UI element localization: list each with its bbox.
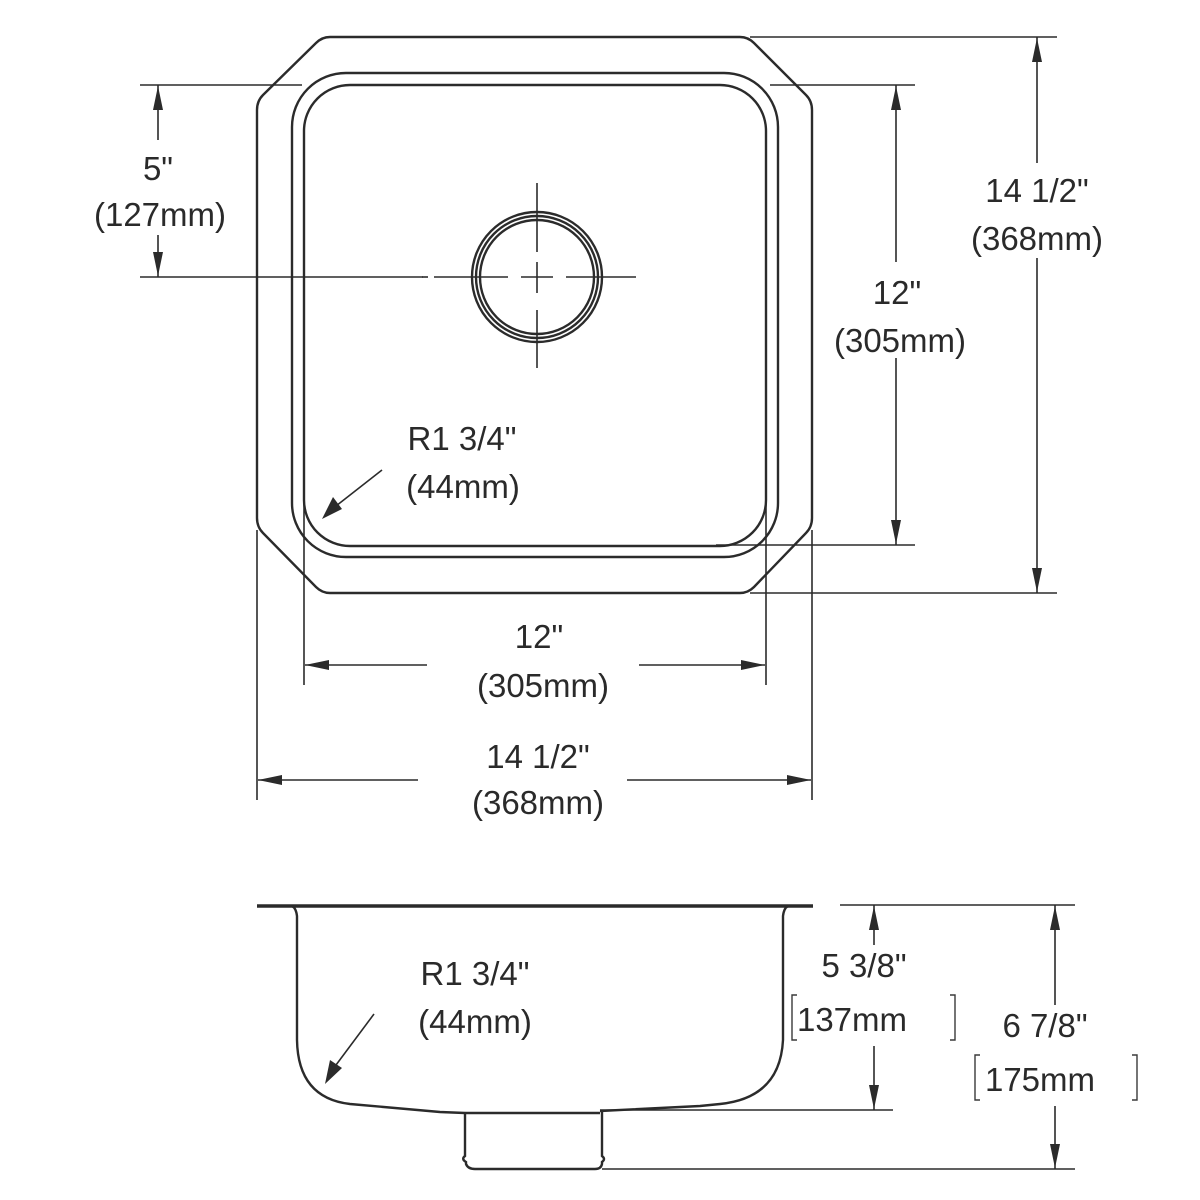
side-corner-radius-callout: R1 3/4" (44mm) <box>325 955 532 1084</box>
drain-centerlines <box>422 183 636 368</box>
bowl-width-inches: 12" <box>515 618 563 655</box>
bowl-depth-dimension: 5 3/8" 137mm <box>600 904 1075 1111</box>
outer-rim-outline <box>255 35 814 595</box>
drain-offset-dimension: 5" (127mm) <box>94 84 423 278</box>
bowl-profile <box>291 904 789 1115</box>
bowl-width-dimension: 12" (305mm) <box>303 480 767 704</box>
side-corner-radius-inches: R1 3/4" <box>421 955 530 992</box>
bowl-length-dimension: 12" (305mm) <box>716 84 966 546</box>
bowl-length-mm: (305mm) <box>834 322 966 359</box>
drain-stub <box>462 1111 606 1171</box>
bowl-inner-edge <box>302 83 768 548</box>
top-corner-radius-callout: R1 3/4" (44mm) <box>322 420 520 519</box>
bowl-depth-inches: 5 3/8" <box>821 947 906 984</box>
overall-depth-mm: 175mm <box>985 1061 1095 1098</box>
top-view: 5" (127mm) 12" (305mm) 14 1/2" (368mm) <box>94 35 1103 821</box>
drain-offset-inches: 5" <box>143 150 173 187</box>
drain-offset-mm: (127mm) <box>94 196 226 233</box>
side-corner-radius-mm: (44mm) <box>418 1003 532 1040</box>
side-view: R1 3/4" (44mm) 5 3/8" 137mm 6 7/8" <box>257 904 1138 1171</box>
overall-width-mm: (368mm) <box>472 784 604 821</box>
top-corner-radius-mm: (44mm) <box>406 468 520 505</box>
bowl-length-inches: 12" <box>873 274 921 311</box>
overall-length-inches: 14 1/2" <box>985 172 1088 209</box>
bowl-depth-mm: 137mm <box>797 1001 907 1038</box>
bowl-outer-edge <box>290 71 780 559</box>
overall-width-dimension: 14 1/2" (368mm) <box>256 530 813 821</box>
bowl-width-mm: (305mm) <box>477 667 609 704</box>
overall-length-dimension: 14 1/2" (368mm) <box>750 36 1103 594</box>
overall-depth-inches: 6 7/8" <box>1002 1007 1087 1044</box>
overall-width-inches: 14 1/2" <box>486 738 589 775</box>
overall-depth-dimension: 6 7/8" 175mm <box>602 905 1138 1170</box>
top-corner-radius-inches: R1 3/4" <box>408 420 517 457</box>
overall-length-mm: (368mm) <box>971 220 1103 257</box>
